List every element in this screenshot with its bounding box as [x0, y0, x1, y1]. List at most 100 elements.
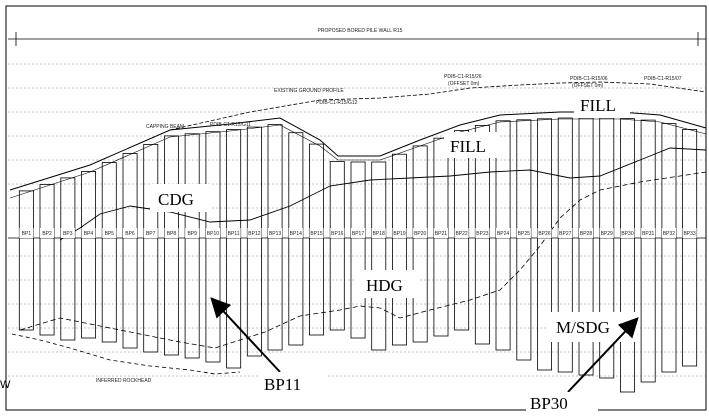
pile-bp3 [60, 177, 76, 341]
pile-label: BP13 [269, 231, 281, 237]
corner-character: W [0, 379, 11, 391]
note-offset-1: (OFFSET 0m) [448, 81, 480, 87]
pile-label: BP10 [207, 231, 219, 237]
pile-label-bg [164, 228, 179, 238]
pile-label-bg [641, 228, 656, 238]
note-borehole-3: PDIB-C1-R15/26 [444, 74, 482, 80]
pile-bp2 [39, 183, 55, 336]
capping-beam-line [9, 111, 707, 191]
note-borehole-2: PDIB-C1-R15/G12 [316, 100, 358, 106]
pile-bp32 [661, 123, 677, 373]
pile-bp10 [205, 131, 221, 363]
pile-bp4 [81, 171, 97, 339]
pile-label-bg [40, 228, 55, 238]
pile-bp7 [143, 143, 159, 353]
pile-bp16 [329, 160, 345, 331]
pile-bp26 [537, 118, 553, 371]
pile-label-bg [205, 228, 220, 238]
inferred-rockhead-line [11, 333, 241, 375]
pile-label: BP27 [559, 231, 571, 237]
existing-ground-line [169, 81, 707, 131]
drawing-header: PROPOSED BORED PILE WALL R15 [318, 28, 403, 34]
pile-label-bg [123, 228, 138, 238]
note-borehole-5: PDIB-C1-R15/07 [644, 76, 682, 82]
pile-label-bg [433, 228, 448, 238]
pile-label-bg [579, 228, 594, 238]
pile-label-bg [247, 228, 262, 238]
pile-label: BP20 [414, 231, 426, 237]
pile-label-bg [268, 228, 283, 238]
pile-label: BP6 [125, 231, 135, 237]
pile-bp1 [18, 190, 34, 331]
pile-label-bg [537, 228, 552, 238]
pile-label-bg [19, 228, 34, 238]
note-borehole-1: PDIB-C1-R15/G11 [210, 122, 251, 128]
pile-label-bg [392, 228, 407, 238]
pile-label: BP9 [187, 231, 197, 237]
pile-label-bg [226, 228, 241, 238]
pile-label: BP33 [683, 231, 695, 237]
pile-label: BP30 [621, 231, 633, 237]
pile-label-bg [81, 228, 96, 238]
pile-label: BP29 [601, 231, 613, 237]
pile-label: BP16 [331, 231, 343, 237]
pile-label: BP4 [84, 231, 94, 237]
hdg-msdg-boundary [19, 171, 707, 349]
pile-group [18, 117, 698, 393]
pile-bp12 [246, 126, 262, 357]
pile-label-bg [102, 228, 117, 238]
svg-text:FILL: FILL [450, 137, 486, 156]
pile-bp9 [184, 133, 200, 359]
pile-label-bg [371, 228, 386, 238]
pile-label-bg [599, 228, 614, 238]
note-existing-ground: EXISTING GROUND PROFILE [274, 88, 344, 94]
pile-bp31 [640, 119, 656, 383]
svg-text:CDG: CDG [158, 190, 194, 209]
cdg-hdg-boundary [59, 147, 707, 241]
callout-bp30: BP30 [526, 317, 639, 414]
capping-beam-line-2 [9, 118, 707, 199]
pile-label: BP23 [476, 231, 488, 237]
layer-label-hdg: HDG [356, 270, 418, 298]
pile-label-bg [475, 228, 490, 238]
pile-label: BP26 [538, 231, 550, 237]
layer-label-msdg: M/SDG [548, 312, 638, 342]
note-offset-2: (OFFSET 0m) [572, 83, 604, 89]
pile-bp20 [412, 145, 428, 343]
svg-text:M/SDG: M/SDG [556, 318, 610, 337]
pile-label: BP32 [663, 231, 675, 237]
pile-label: BP18 [373, 231, 385, 237]
pile-label: BP11 [228, 231, 240, 237]
pile-bp17 [350, 161, 366, 339]
pile-label: BP1 [22, 231, 32, 237]
pile-label-bg [558, 228, 573, 238]
pile-label: BP3 [63, 231, 73, 237]
pile-label-bg [309, 228, 324, 238]
svg-text:BP11: BP11 [264, 375, 301, 394]
pile-bp25 [516, 119, 532, 361]
pile-bp27 [557, 117, 573, 373]
pile-label-bg [496, 228, 511, 238]
pile-label: BP17 [352, 231, 364, 237]
pile-label-bg [143, 228, 158, 238]
pile-bp11 [226, 129, 242, 369]
note-inferred-rockhead: INFERRED ROCKHEAD [96, 378, 152, 384]
layer-label-fill-2: FILL [574, 92, 630, 118]
layer-label-fill-1: FILL [444, 132, 500, 158]
pile-bp8 [163, 135, 179, 356]
pile-bp6 [122, 153, 138, 349]
pile-bp30 [620, 118, 635, 393]
note-capping-beam: CAPPING BEAM [146, 124, 184, 130]
pile-label-bg [620, 228, 635, 238]
svg-text:FILL: FILL [580, 96, 616, 115]
pile-label: BP12 [248, 231, 260, 237]
pile-label-bg [185, 228, 200, 238]
pile-label-bg [288, 228, 303, 238]
pile-label: BP8 [167, 231, 177, 237]
pile-label: BP24 [497, 231, 509, 237]
pile-label-bg [60, 228, 75, 238]
pile-label: BP28 [580, 231, 592, 237]
pile-label-bg [516, 228, 531, 238]
